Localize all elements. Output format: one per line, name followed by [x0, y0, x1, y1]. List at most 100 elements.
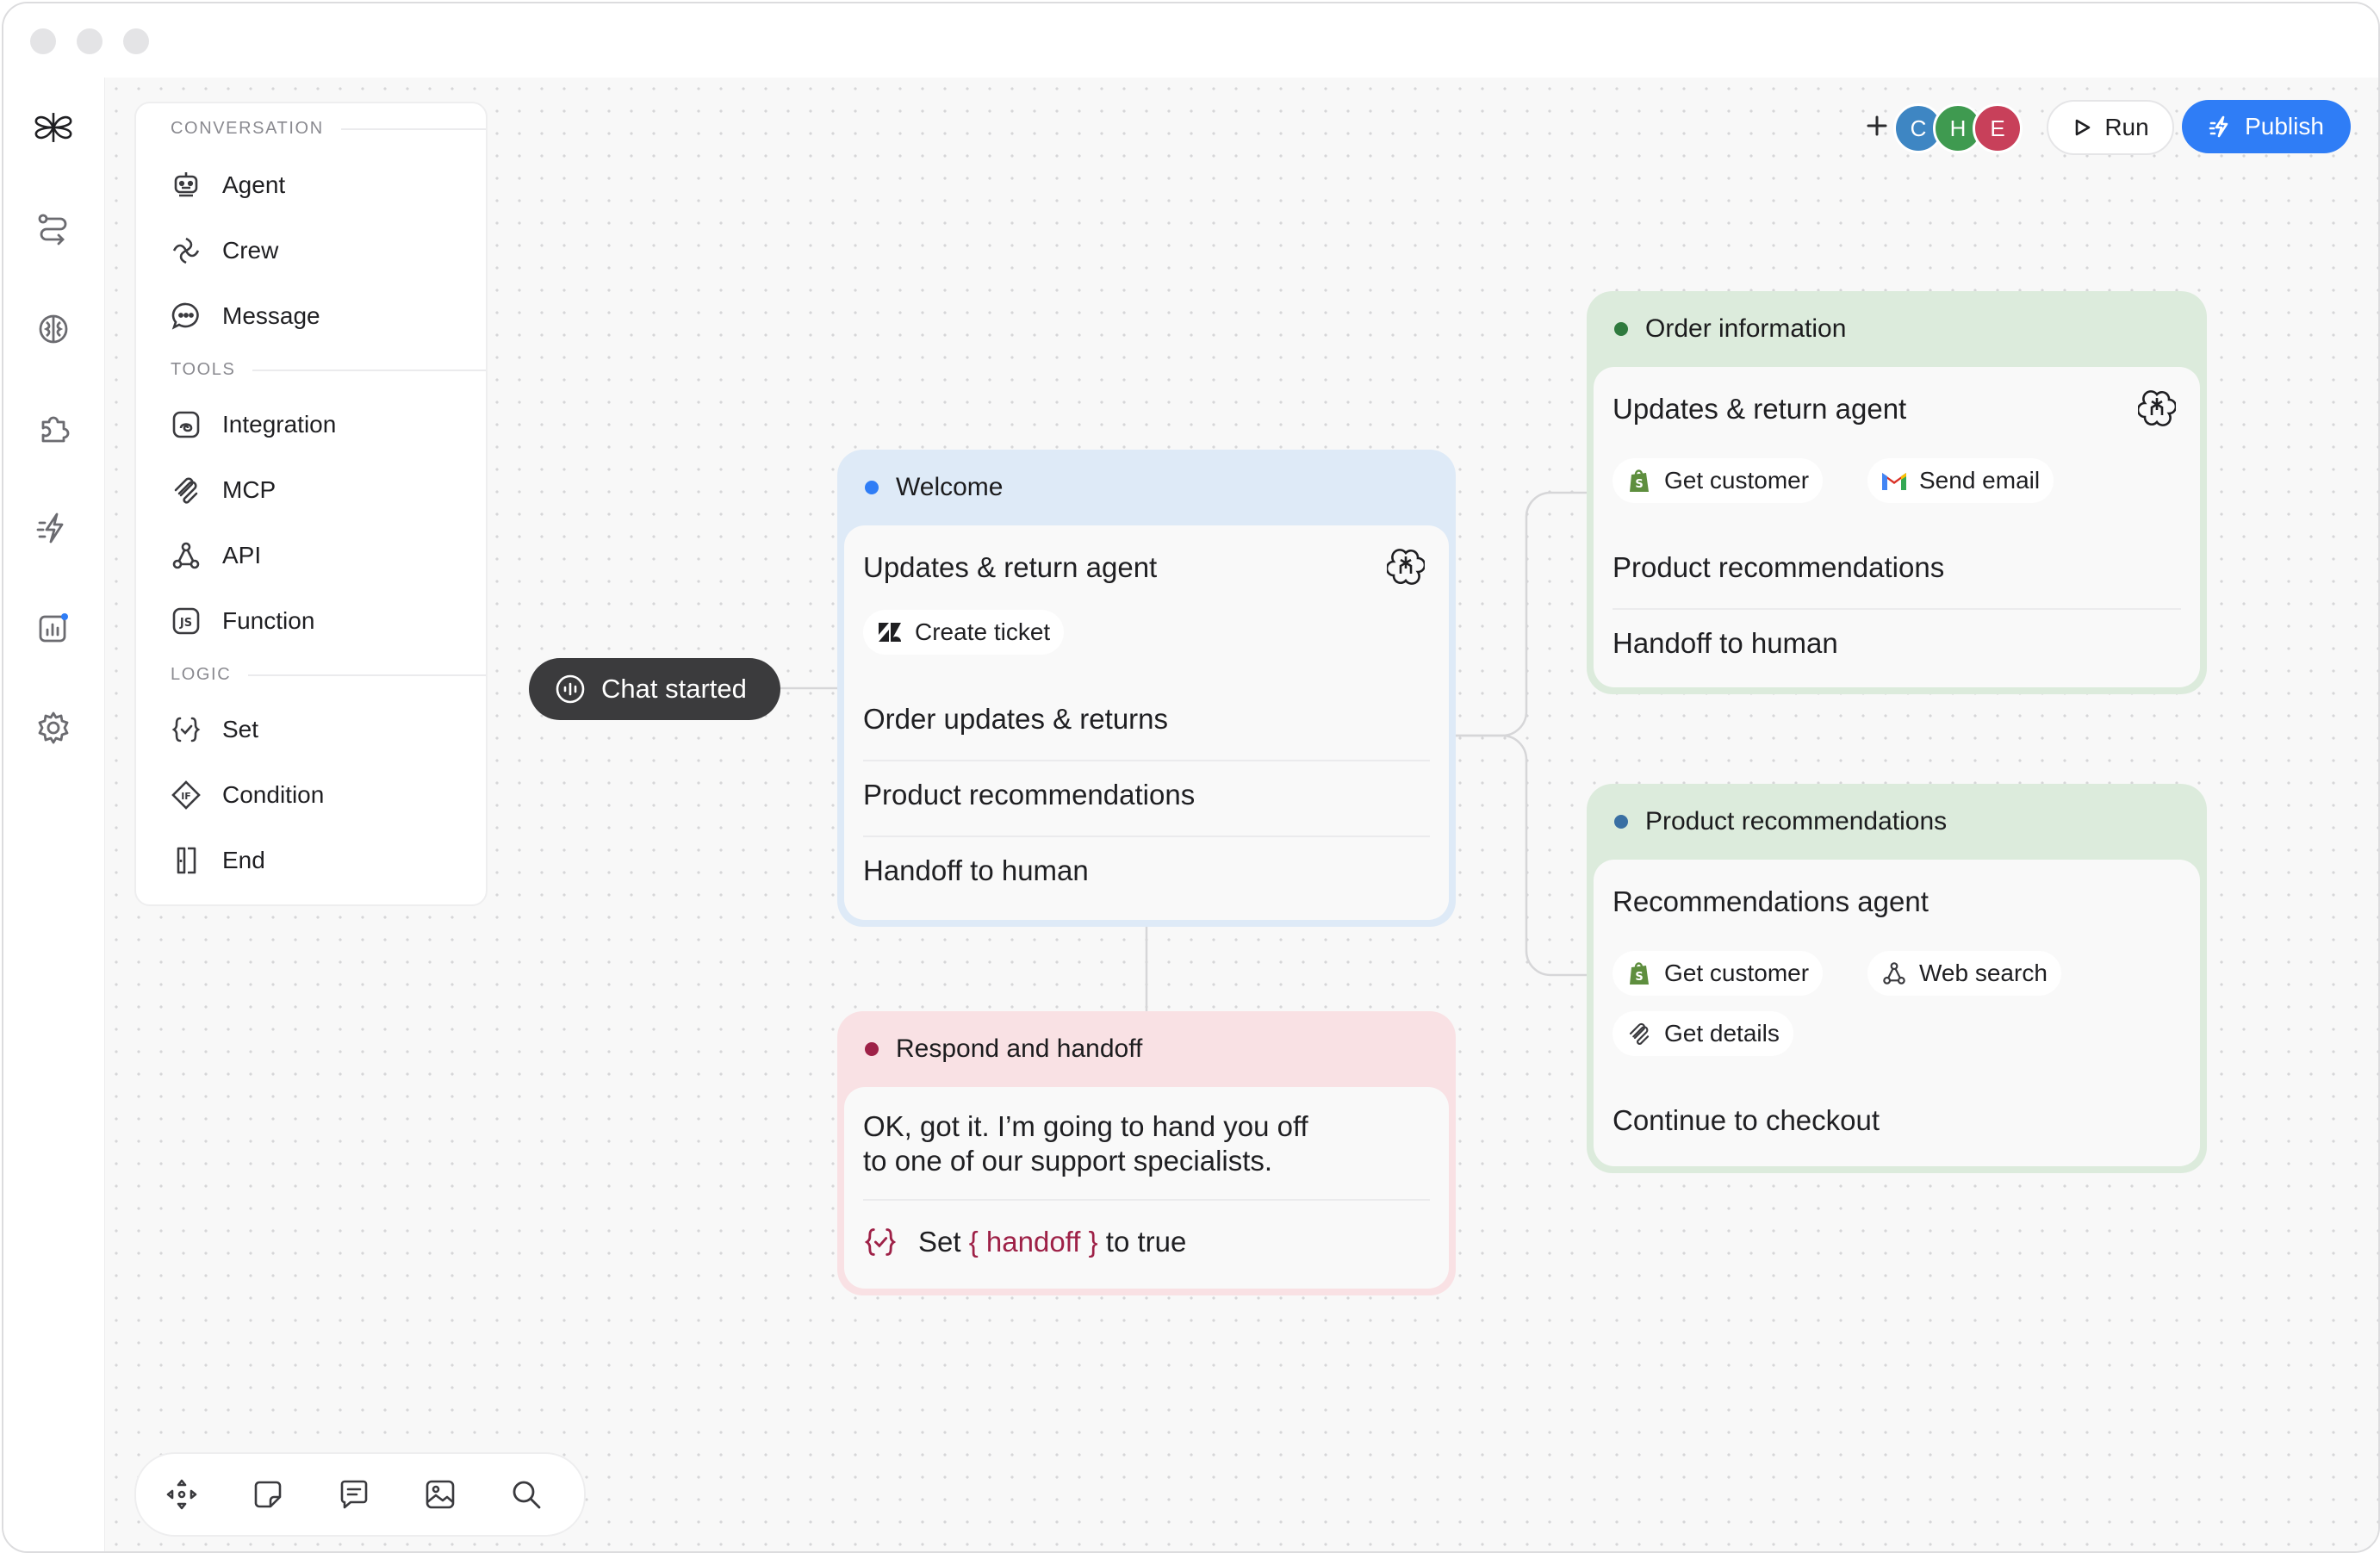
palette-item-label: End	[222, 847, 265, 873]
message-text[interactable]: OK, got it. I’m going to hand you off to…	[863, 1110, 1308, 1177]
image-icon[interactable]	[420, 1475, 460, 1514]
svg-text:S: S	[1635, 478, 1643, 491]
node-body: Updates & return agent S Get customer Se…	[1594, 367, 2200, 687]
section-tools: TOOLS	[171, 360, 486, 380]
api-icon	[1880, 959, 1909, 988]
component-palette: CONVERSATION Agent Crew Message TOOLS	[134, 102, 488, 906]
close-window-button[interactable]	[30, 28, 56, 54]
sticky-note-icon[interactable]	[248, 1475, 288, 1514]
palette-item-label: Function	[222, 607, 315, 634]
route-product-recommendations[interactable]: Product recommendations	[863, 760, 1430, 811]
node-title: Product recommendations	[1645, 807, 1948, 836]
agent-name[interactable]: Updates & return agent	[863, 551, 1158, 583]
tool-chip-web-search[interactable]: Web search	[1867, 951, 2061, 996]
lightning-icon[interactable]	[32, 506, 75, 550]
connector-lines	[779, 491, 1587, 1011]
app-logo-icon[interactable]	[32, 106, 75, 149]
route-handoff-to-human[interactable]: Handoff to human	[863, 836, 1430, 887]
status-dot	[1614, 322, 1628, 336]
palette-item-condition[interactable]: IF Condition	[169, 773, 324, 817]
exit-door-icon	[169, 843, 203, 878]
variable-token: { handoff }	[968, 1226, 1098, 1258]
node-welcome[interactable]: Welcome Updates & return agent Create ti…	[837, 450, 1456, 927]
set-variable-row[interactable]: Set { handoff } to true	[863, 1199, 1430, 1259]
node-title: Welcome	[896, 473, 1004, 501]
comment-icon[interactable]	[334, 1475, 374, 1514]
play-icon	[2076, 119, 2091, 136]
tool-chip-get-customer[interactable]: S Get customer	[1613, 458, 1824, 503]
openai-icon	[2138, 390, 2176, 426]
run-button[interactable]: Run	[2047, 100, 2174, 155]
agent-name[interactable]: Updates & return agent	[1613, 393, 1907, 425]
agent-name[interactable]: Recommendations agent	[1613, 885, 1929, 917]
node-header: Welcome	[837, 450, 1456, 525]
palette-item-end[interactable]: End	[169, 839, 265, 882]
node-body: OK, got it. I’m going to hand you off to…	[844, 1087, 1449, 1289]
palette-item-api[interactable]: API	[169, 534, 261, 577]
openai-icon	[1387, 549, 1425, 585]
gmail-icon	[1880, 466, 1909, 495]
svg-text:IF: IF	[181, 791, 191, 802]
node-body: Recommendations agent S Get customer Web…	[1594, 860, 2200, 1166]
api-icon	[169, 538, 203, 573]
route-product-recommendations[interactable]: Product recommendations	[1613, 551, 1945, 583]
node-header: Order information	[1587, 291, 2207, 367]
mcp-icon	[1625, 1019, 1654, 1048]
publish-button[interactable]: Publish	[2182, 100, 2351, 153]
chat-started-trigger[interactable]: Chat started	[529, 658, 780, 720]
route-continue-to-checkout[interactable]: Continue to checkout	[1613, 1104, 1880, 1136]
analytics-icon[interactable]	[32, 606, 75, 649]
node-product-recommendations[interactable]: Product recommendations Recommendations …	[1587, 784, 2207, 1173]
status-dot	[865, 1042, 879, 1056]
palette-item-label: MCP	[222, 476, 277, 503]
condition-diamond-icon: IF	[169, 778, 203, 812]
settings-gear-icon[interactable]	[32, 706, 75, 749]
svg-text:JS: JS	[179, 617, 192, 630]
add-collaborator-button[interactable]	[1860, 109, 1894, 143]
section-logic: LOGIC	[171, 665, 486, 685]
palette-item-set[interactable]: Set	[169, 708, 258, 751]
avatar[interactable]: E	[1973, 103, 2023, 153]
puzzle-icon[interactable]	[32, 407, 75, 450]
workflow-icon[interactable]	[32, 208, 75, 251]
tool-chip-create-ticket[interactable]: Create ticket	[863, 610, 1065, 655]
brain-icon[interactable]	[32, 307, 75, 351]
palette-item-label: Condition	[222, 781, 325, 808]
maximize-window-button[interactable]	[123, 28, 149, 54]
javascript-icon: JS	[169, 604, 203, 638]
lightning-icon	[2209, 115, 2228, 138]
node-respond-and-handoff[interactable]: Respond and handoff OK, got it. I’m goin…	[837, 1011, 1456, 1295]
palette-item-label: Integration	[222, 411, 337, 438]
palette-item-crew[interactable]: Crew	[169, 229, 278, 272]
node-order-information[interactable]: Order information Updates & return agent…	[1587, 291, 2207, 694]
crew-icon	[169, 233, 203, 268]
search-icon[interactable]	[506, 1475, 546, 1514]
move-icon[interactable]	[162, 1475, 202, 1514]
robot-icon	[169, 168, 203, 202]
palette-item-label: Crew	[222, 237, 279, 264]
variable-braces-icon	[169, 712, 203, 747]
node-header: Product recommendations	[1587, 784, 2207, 860]
section-conversation: CONVERSATION	[171, 119, 486, 139]
integration-icon	[169, 407, 203, 442]
left-rail	[3, 78, 105, 1551]
palette-item-integration[interactable]: Integration	[169, 403, 336, 446]
palette-item-message[interactable]: Message	[169, 295, 320, 338]
node-title: Order information	[1645, 314, 1847, 343]
minimize-window-button[interactable]	[77, 28, 103, 54]
variable-braces-icon	[864, 1228, 897, 1256]
tool-chip-get-details[interactable]: Get details	[1613, 1011, 1793, 1056]
route-handoff-to-human[interactable]: Handoff to human	[1613, 608, 2181, 660]
palette-item-function[interactable]: JS Function	[169, 599, 314, 643]
node-body: Updates & return agent Create ticket Ord…	[844, 525, 1449, 920]
palette-item-agent[interactable]: Agent	[169, 164, 285, 207]
tool-chip-send-email[interactable]: Send email	[1867, 458, 2054, 503]
canvas-toolbar	[134, 1452, 586, 1537]
status-dot	[865, 481, 879, 494]
palette-item-mcp[interactable]: MCP	[169, 469, 276, 512]
route-order-updates[interactable]: Order updates & returns	[863, 703, 1169, 735]
palette-item-label: API	[222, 542, 262, 568]
tool-chip-get-customer[interactable]: S Get customer	[1613, 951, 1824, 996]
chat-bubble-icon	[169, 299, 203, 333]
